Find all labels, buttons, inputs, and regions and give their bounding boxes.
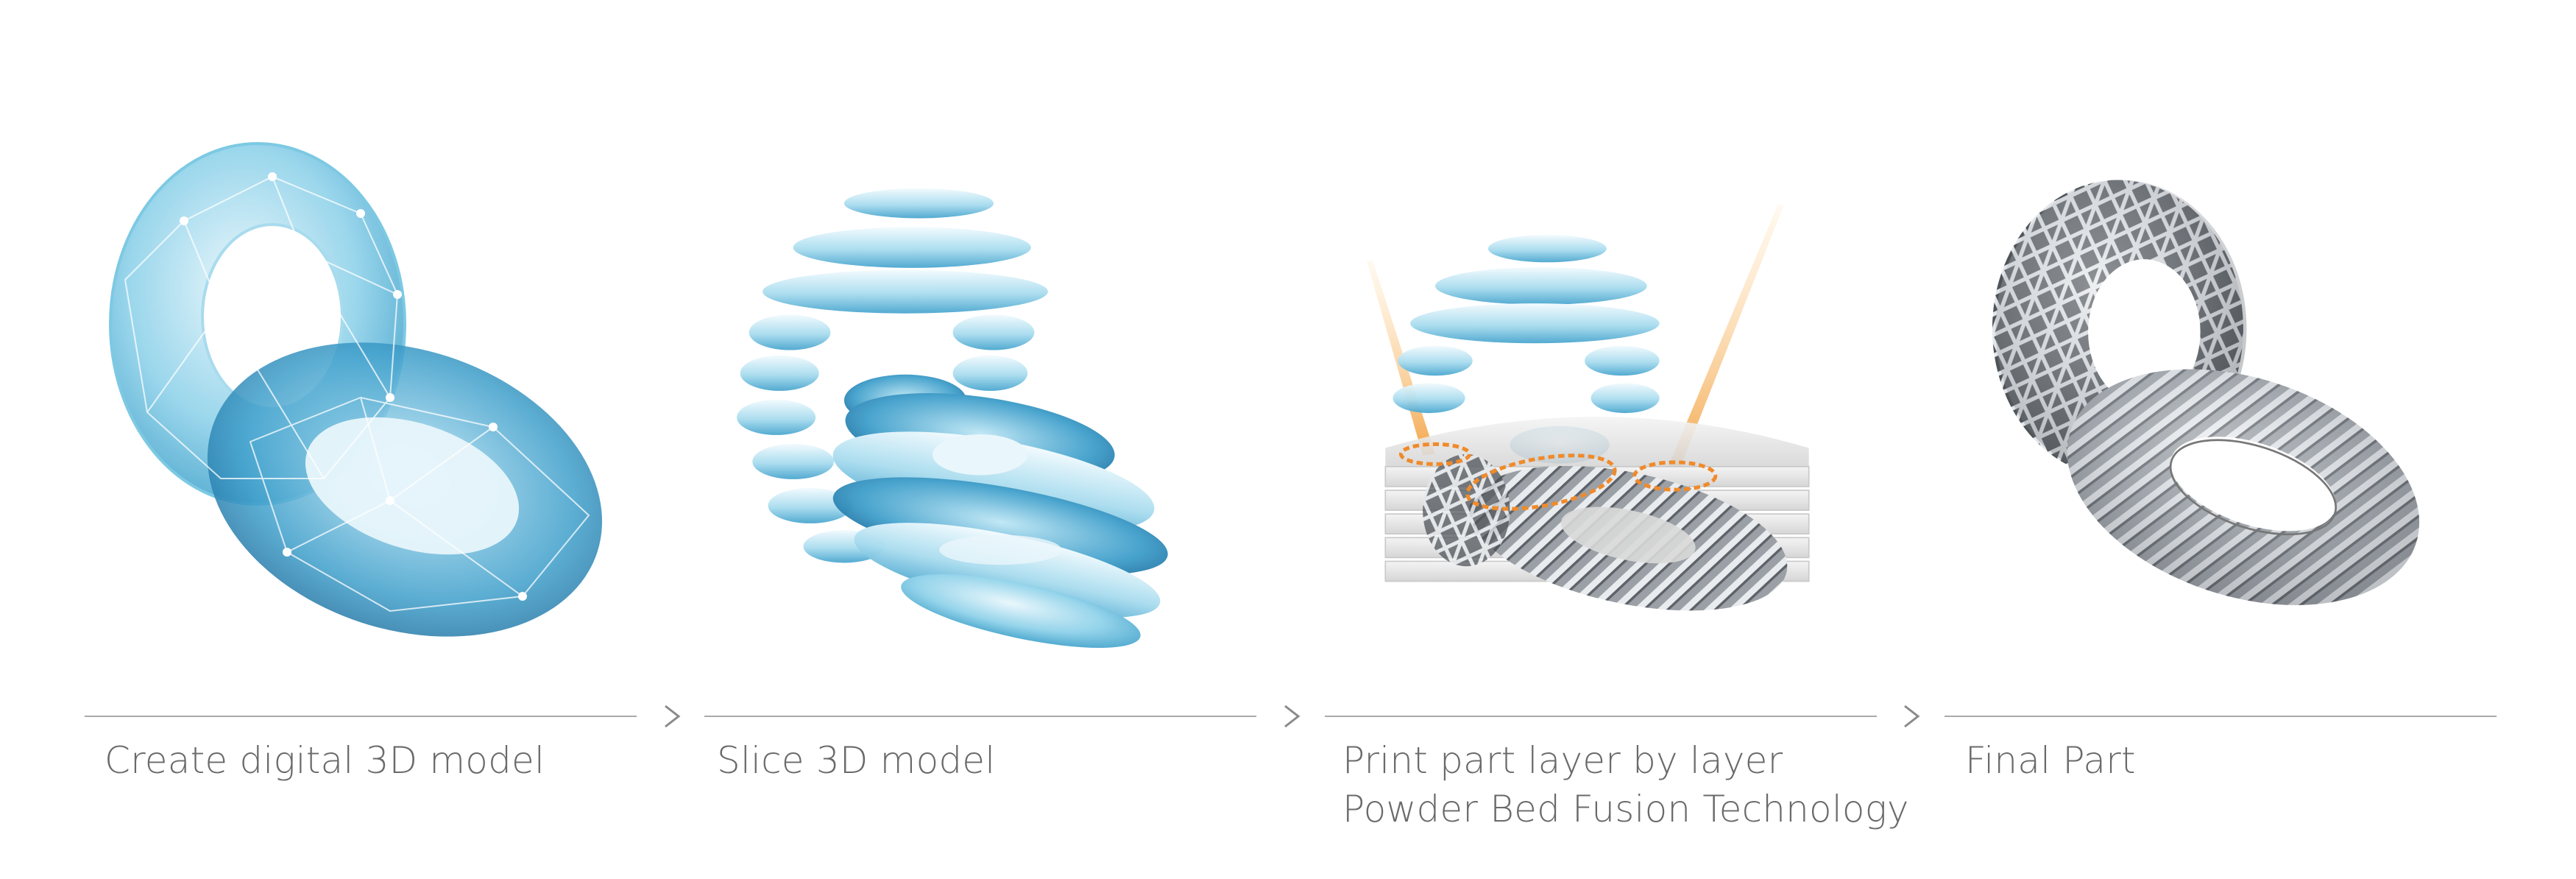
laser-printing-icon [1366, 205, 1810, 611]
step-label: Final Part [1965, 736, 2136, 785]
chevron-right-icon [1904, 705, 1920, 728]
step-divider-line [1945, 716, 2497, 717]
wireframe-torus-icon [109, 142, 603, 637]
step-print-part: Print part layer by layer Powder Bed Fus… [1317, 0, 1909, 879]
chevron-right-icon [665, 705, 681, 728]
step-slice-model: Slice 3D model [699, 0, 1288, 879]
step-label: Print part layer by layer Powder Bed Fus… [1342, 736, 1909, 833]
step-label-text: Slice 3D model [717, 739, 996, 782]
step-divider-line [1325, 716, 1877, 717]
step-label-line1: Print part layer by layer [1342, 739, 1783, 782]
metal-lattice-torus-icon [1992, 180, 2420, 605]
step-final-part: Final Part [1936, 0, 2569, 879]
chevron-right-icon [1284, 705, 1301, 728]
step-label-line2: Powder Bed Fusion Technology [1342, 788, 1909, 830]
step-create-model: Create digital 3D model [0, 0, 648, 879]
step-label: Create digital 3D model [105, 736, 545, 785]
step-divider-line [704, 716, 1256, 717]
laser-beam-right [1666, 205, 1784, 473]
step-label: Slice 3D model [717, 736, 995, 785]
step-divider-line [85, 716, 637, 717]
sliced-torus-icon [737, 188, 1168, 648]
step-label-text: Final Part [1965, 739, 2136, 782]
step-label-text: Create digital 3D model [105, 739, 545, 782]
